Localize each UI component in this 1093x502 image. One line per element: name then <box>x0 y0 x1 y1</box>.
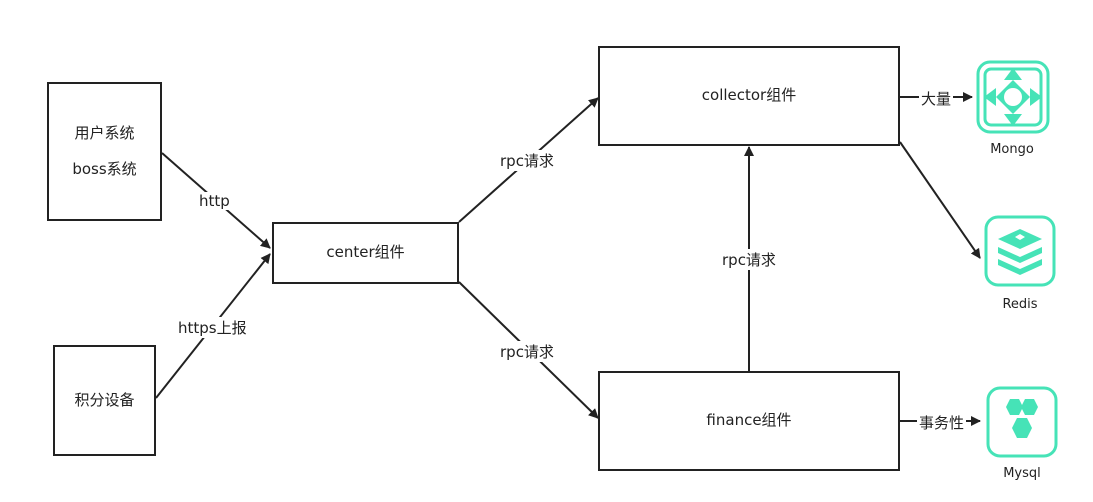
edge-label-transactional: 事务性 <box>917 412 967 433</box>
edge-label-rpc-collector: rpc请求 <box>498 150 556 171</box>
edge-label-rpc-finance: rpc请求 <box>498 341 556 362</box>
redis-store <box>984 215 1056 287</box>
mysql-icon <box>986 386 1058 458</box>
center-label: center组件 <box>326 243 405 262</box>
edge-collector-redis <box>899 141 981 259</box>
points-device-label: 积分设备 <box>74 390 135 409</box>
user-system-node: 用户系统 boss系统 <box>47 82 162 221</box>
mongo-icon <box>976 60 1050 134</box>
center-node: center组件 <box>272 222 459 284</box>
user-system-label: 用户系统 <box>74 124 135 142</box>
redis-caption: Redis <box>1002 297 1038 312</box>
mongo-store <box>976 60 1050 134</box>
edge-label-rpc-vertical: rpc请求 <box>720 249 778 270</box>
mysql-caption: Mysql <box>1003 466 1041 481</box>
boss-system-label: boss系统 <box>72 159 137 178</box>
mysql-store <box>986 386 1058 458</box>
finance-node: finance组件 <box>598 371 900 471</box>
edge-label-https: https上报 <box>176 317 249 338</box>
mongo-caption: Mongo <box>990 142 1034 157</box>
edge-label-http: http <box>197 192 232 210</box>
collector-label: collector组件 <box>701 86 797 105</box>
redis-icon <box>984 215 1056 287</box>
points-device-node: 积分设备 <box>53 345 156 456</box>
collector-node: collector组件 <box>598 46 900 146</box>
edge-label-bulk: 大量 <box>919 88 954 109</box>
finance-label: finance组件 <box>706 411 792 430</box>
